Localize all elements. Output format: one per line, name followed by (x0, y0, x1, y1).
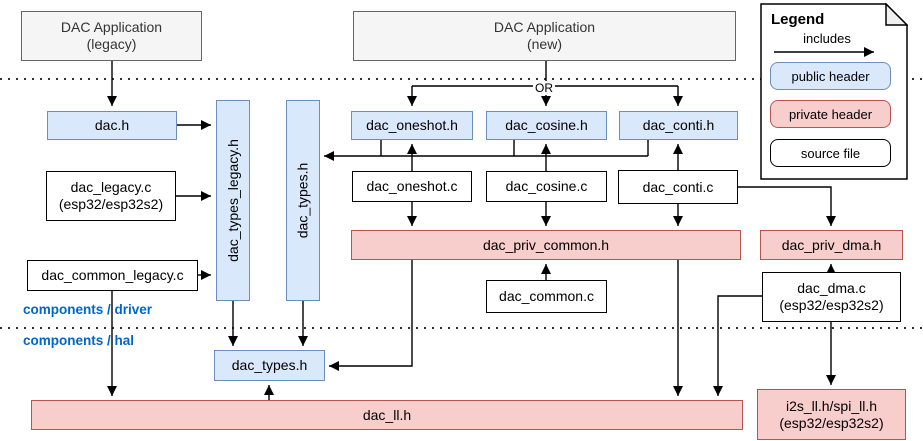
node-dac-h: dac.h (47, 111, 177, 140)
app-new-line2: (new) (526, 36, 562, 52)
node-dac-ll-h: dac_ll.h (31, 400, 743, 430)
node-dac-types-h-driver: dac_types.h (286, 100, 320, 301)
layer-label-hal: components / hal (23, 333, 135, 348)
legend-private-header-swatch: private header (770, 100, 891, 128)
legend-public-header-swatch: public header (770, 62, 891, 90)
edge-privcommon-typeshal (329, 260, 413, 371)
node-dac-application-new: DAC Application (new) (353, 11, 736, 61)
app-legacy-line1: DAC Application (60, 19, 163, 35)
node-dac-application-legacy: DAC Application (legacy) (21, 11, 202, 61)
node-dac-oneshot-c: dac_oneshot.c (352, 171, 472, 202)
node-dac-legacy-c: dac_legacy.c (esp32/esp32s2) (46, 171, 176, 221)
node-dac-oneshot-h: dac_oneshot.h (351, 111, 473, 140)
node-dac-conti-h: dac_conti.h (619, 111, 738, 140)
app-new-line1: DAC Application (493, 19, 596, 35)
edge-dmac-dacll (713, 295, 762, 396)
legend-document-shape (760, 3, 908, 180)
node-dac-types-legacy-h: dac_types_legacy.h (216, 100, 250, 301)
legend-title: Legend (771, 11, 825, 28)
node-dac-types-h-hal: dac_types.h (214, 350, 325, 381)
app-legacy-line2: (legacy) (86, 36, 137, 52)
layer-label-driver: components / driver (23, 302, 153, 317)
node-dac-conti-c: dac_conti.c (618, 170, 738, 204)
node-dac-priv-common-h: dac_priv_common.h (351, 230, 741, 260)
node-dac-cosine-c: dac_cosine.c (486, 171, 607, 202)
node-i2s-spi-ll-h: i2s_ll.h/spi_ll.h (esp32/esp32s2) (757, 389, 906, 440)
node-dac-cosine-h: dac_cosine.h (486, 111, 607, 140)
node-dac-common-c: dac_common.c (486, 280, 607, 313)
node-dac-dma-c: dac_dma.c (esp32/esp32s2) (762, 272, 901, 322)
or-label: OR (533, 81, 555, 95)
edge-contic-privdma (738, 186, 836, 226)
legend-includes-label: includes (803, 31, 851, 46)
node-dac-priv-dma-h: dac_priv_dma.h (760, 230, 903, 260)
legend: Legend includes public header private he… (760, 3, 908, 180)
node-dac-common-legacy-c: dac_common_legacy.c (27, 260, 198, 291)
legend-fold-corner (885, 3, 908, 26)
legend-source-file-swatch: source file (770, 139, 891, 167)
